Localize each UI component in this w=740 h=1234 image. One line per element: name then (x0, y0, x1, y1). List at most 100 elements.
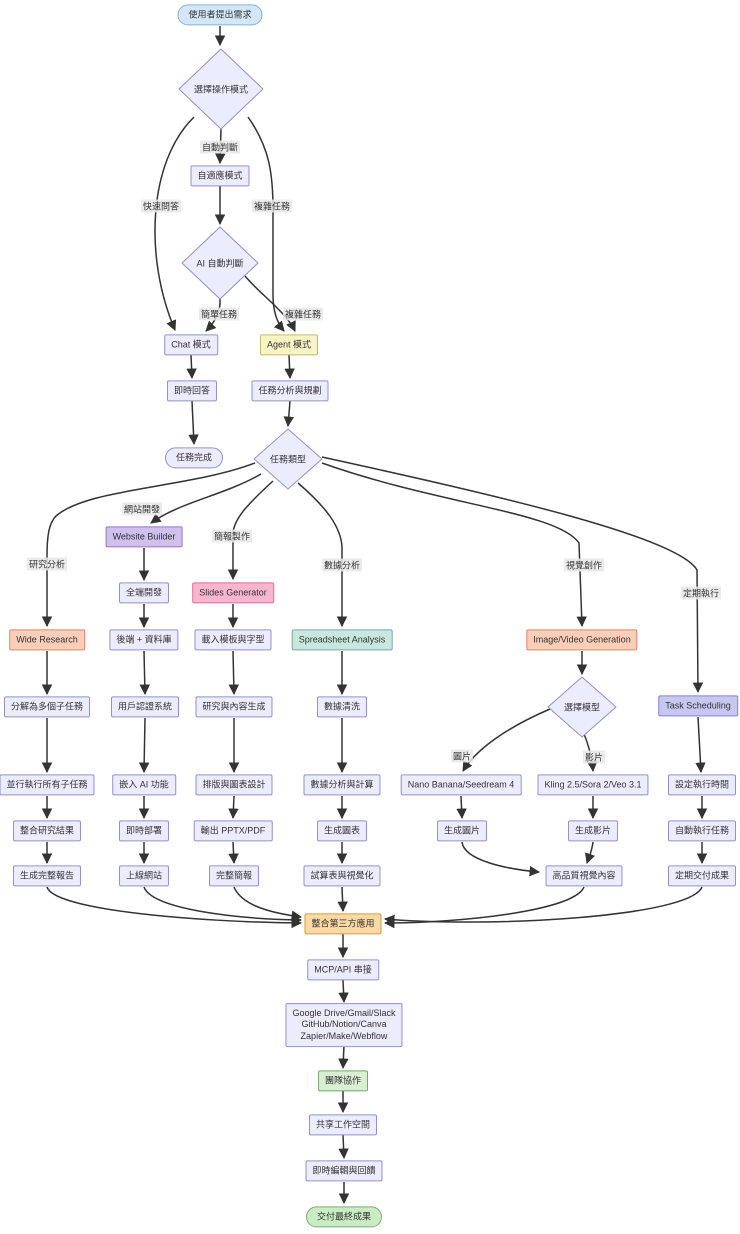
flow-edge (321, 456, 704, 694)
node-mode-decision-label: 選擇操作模式 (193, 84, 249, 95)
node-sheet-visualization: 試算表與視覺化 (303, 865, 381, 887)
flow-edge (338, 979, 349, 1004)
node-final-delivery: 交付最終成果 (305, 1206, 383, 1228)
node-load-template: 載入模板與字型 (194, 629, 272, 651)
node-third-party-integration: 整合第三方應用 (304, 913, 382, 935)
edge-label-video: 影片 (582, 750, 606, 764)
node-image-video-generation: Image/Video Generation (526, 629, 638, 651)
node-hq-visual-content: 高品質視覺內容 (545, 865, 623, 887)
decision-diamonds (178, 48, 617, 738)
node-full-report: 生成完整報告 (12, 865, 82, 887)
flow-edge (695, 716, 706, 774)
flow-edge (139, 650, 151, 696)
node-decompose: 分解為多個子任務 (3, 696, 91, 718)
node-launch-site: 上線網站 (118, 865, 170, 887)
node-auto-exec: 自動執行任務 (667, 820, 737, 842)
node-shared-workspace: 共享工作空間 (308, 1114, 378, 1136)
edge-label-auto-judge: 自動判斷 (199, 140, 241, 154)
flow-edge (228, 795, 239, 820)
edge-label-web-dev: 網站開發 (121, 502, 163, 516)
edge-label-complex-task-b: 複雜任務 (282, 307, 324, 321)
node-instant-answer: 即時回答 (166, 380, 218, 402)
node-spreadsheet-analysis: Spreadsheet Analysis (291, 629, 393, 651)
flow-edge (461, 841, 541, 877)
node-output-pptx: 輸出 PPTX/PDF (193, 820, 273, 842)
node-team-collab: 團隊協作 (317, 1070, 369, 1092)
flow-edge (338, 1134, 349, 1160)
flow-edge (456, 795, 467, 820)
edge-label-quick-qa: 快速問答 (140, 199, 182, 213)
node-gen-charts: 生成圖表 (316, 820, 368, 842)
node-task-scheduling: Task Scheduling (658, 695, 738, 717)
diamond-ai-judge (181, 226, 259, 300)
flow-edge (337, 886, 348, 913)
node-integrate-results: 整合研究結果 (12, 820, 82, 842)
node-embed-ai: 嵌入 AI 功能 (112, 774, 176, 796)
flow-edge (228, 841, 239, 865)
flow-edge (138, 717, 150, 774)
node-task-type-label: 任務類型 (269, 454, 307, 465)
node-ai-judge-label: AI 自動判斷 (196, 258, 244, 269)
flow-edge (46, 886, 303, 929)
node-data-cleaning: 數據清洗 (316, 696, 368, 718)
node-full-slides: 完整簡報 (208, 865, 260, 887)
node-wide-research: Wide Research (9, 629, 85, 651)
node-adaptive-mode: 自適應模式 (190, 165, 250, 187)
flow-edge (228, 650, 240, 696)
node-gen-video: 生成影片 (567, 820, 619, 842)
flow-edge (154, 116, 195, 331)
node-parallel-exec: 並行執行所有子任務 (0, 774, 95, 796)
node-chat-mode: Chat 模式 (164, 334, 218, 356)
node-mcp-api: MCP/API 串接 (307, 959, 379, 981)
node-research-content: 研究與內容生成 (195, 696, 273, 718)
diamond-choose-model (547, 676, 617, 738)
node-realtime-edit: 即時編輯與回饋 (305, 1160, 383, 1182)
flow-edge (383, 886, 703, 926)
flow-edge (247, 116, 285, 332)
edge-label-research-analysis: 研究分析 (26, 557, 68, 571)
node-agent-mode: Agent 模式 (259, 334, 319, 356)
node-instant-deploy: 即時部署 (118, 820, 170, 842)
node-nano-banana-seedream: Nano Banana/Seedream 4 (400, 774, 522, 796)
flow-edge (41, 462, 256, 628)
node-website-builder: Website Builder (105, 526, 183, 548)
flow-edge (338, 1044, 349, 1070)
flow-edge (186, 354, 197, 380)
diamond-mode-decision (178, 48, 264, 130)
node-choose-model-label: 選擇模型 (563, 702, 601, 713)
flow-edge (244, 275, 296, 332)
flow-edge (284, 354, 295, 380)
flow-edge (297, 482, 348, 628)
edge-label-data-analysis: 數據分析 (321, 558, 363, 572)
edge-label-simple-task: 簡單任務 (198, 307, 240, 321)
flow-edge (321, 462, 587, 628)
node-start: 使用者提出需求 (177, 4, 263, 26)
flow-edge (585, 841, 595, 864)
edge-label-visual-creation: 視覺創作 (563, 558, 605, 572)
node-periodic-delivery: 定期交付成果 (667, 865, 737, 887)
edge-label-image: 圖片 (450, 749, 474, 763)
node-layout-chart-design: 排版與圖表設計 (195, 774, 273, 796)
node-gen-image: 生成圖片 (436, 820, 488, 842)
flow-edge (150, 473, 262, 524)
diamond-task-type (253, 428, 323, 490)
node-backend-db: 後端 + 資料庫 (109, 629, 179, 651)
flow-edge (188, 400, 199, 446)
node-fullstack: 全端開發 (118, 582, 170, 604)
node-kling-sora-veo: Kling 2.5/Sora 2/Veo 3.1 (537, 774, 649, 796)
edge-label-scheduled-exec: 定期執行 (680, 586, 722, 600)
flow-edge (462, 708, 551, 772)
flow-edge (383, 886, 585, 929)
flow-edge (233, 886, 303, 921)
node-data-analysis-calc: 數據分析與計算 (303, 774, 381, 796)
node-services: Google Drive/Gmail/Slack GitHub/Notion/C… (285, 1003, 403, 1047)
node-set-exec-time: 設定執行時間 (667, 774, 737, 796)
flow-edge (143, 886, 303, 926)
node-task-done: 任務完成 (164, 447, 224, 469)
node-task-planning: 任務分析與規劃 (251, 380, 329, 402)
flow-edge (283, 400, 294, 428)
node-user-auth: 用戶認證系統 (110, 696, 180, 718)
edge-label-complex-task-a: 複雜任務 (251, 199, 293, 213)
